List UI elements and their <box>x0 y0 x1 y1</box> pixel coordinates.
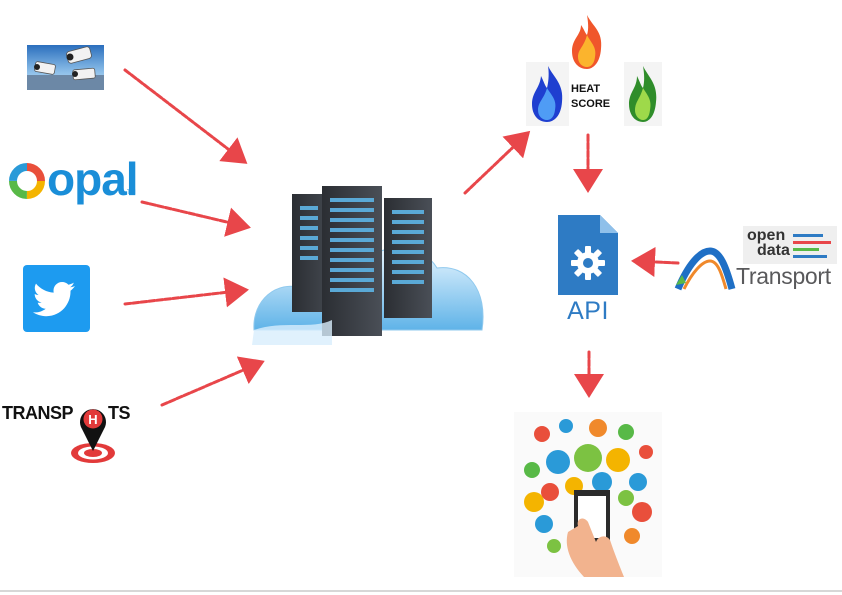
transphots-logo: TRANSP H TS <box>2 395 140 470</box>
open-data-line2: data <box>757 242 790 259</box>
opal-trademark: TM <box>127 190 136 196</box>
mobile-apps-image <box>514 412 662 577</box>
arrow-opal-to-server <box>140 200 251 237</box>
opal-logo: opal TM <box>5 152 139 207</box>
arrow-transport-to-api <box>631 246 680 277</box>
opal-ring-icon <box>9 163 45 199</box>
open-data-line1: open <box>747 227 786 244</box>
cloud-server-image <box>252 180 488 345</box>
orange-flame-icon <box>567 13 607 71</box>
arrow-transpots-to-server <box>160 356 265 407</box>
map-pin-target-icon: H <box>71 409 115 463</box>
transport-wordmark: Transport <box>736 263 831 289</box>
heat-label-line1: HEAT <box>571 83 601 95</box>
transport-logo: Transport <box>674 245 840 295</box>
open-data-bars-icon <box>793 234 831 258</box>
heat-label-line2: SCORE <box>571 98 611 110</box>
gear-document-icon <box>558 215 618 295</box>
blue-flame-icon <box>526 62 569 126</box>
twitter-bird-icon <box>32 282 75 317</box>
transpots-h-mark: H <box>88 412 97 427</box>
open-data-logo: open data <box>743 226 837 264</box>
bottom-divider <box>0 590 842 592</box>
api-document-icon: API <box>556 213 620 327</box>
twitter-logo <box>23 265 90 332</box>
transpots-text-left: TRANSP <box>2 403 74 423</box>
api-label: API <box>567 297 609 325</box>
green-flame-icon <box>624 62 662 126</box>
arrow-twitter-to-server <box>123 277 249 308</box>
cctv-camera-image <box>27 45 104 90</box>
transport-swoosh-icon <box>674 247 736 291</box>
opal-wordmark: opal <box>47 153 139 205</box>
arrow-cctv-to-server <box>123 68 248 164</box>
transpots-text-right: TS <box>108 403 131 423</box>
heat-score-label: HEAT SCORE <box>571 82 610 112</box>
